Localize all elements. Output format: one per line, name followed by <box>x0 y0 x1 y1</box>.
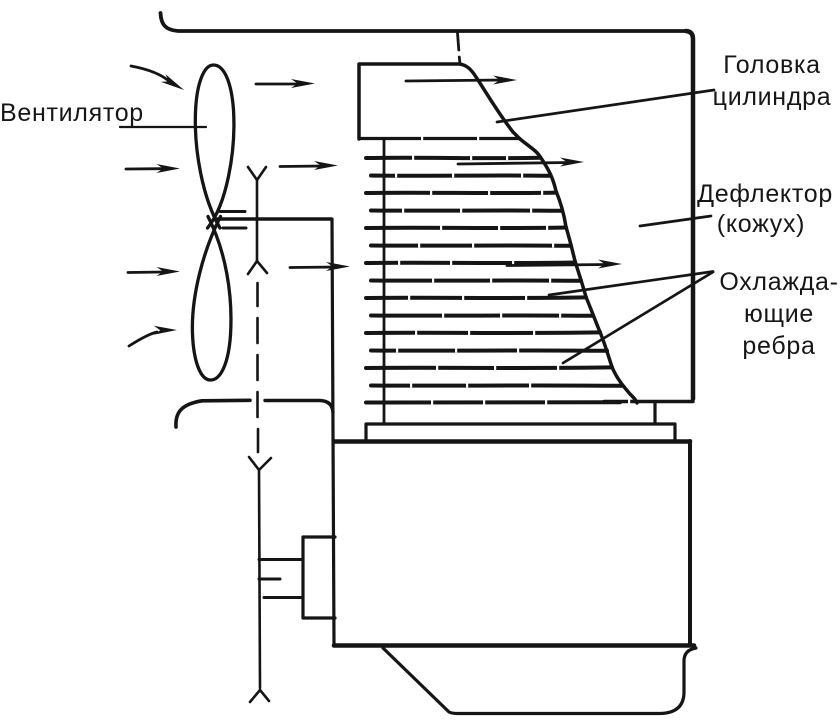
svg-text:цилиндра: цилиндра <box>713 83 832 111</box>
svg-text:Дефлектор: Дефлектор <box>697 180 833 208</box>
svg-text:ющие: ющие <box>744 300 814 328</box>
svg-text:(кожух): (кожух) <box>717 210 805 238</box>
svg-text:Вентилятор: Вентилятор <box>0 99 144 127</box>
svg-text:Головка: Головка <box>723 51 821 79</box>
svg-text:ребра: ребра <box>742 332 815 360</box>
svg-text:Охлажда-: Охлажда- <box>719 268 838 296</box>
